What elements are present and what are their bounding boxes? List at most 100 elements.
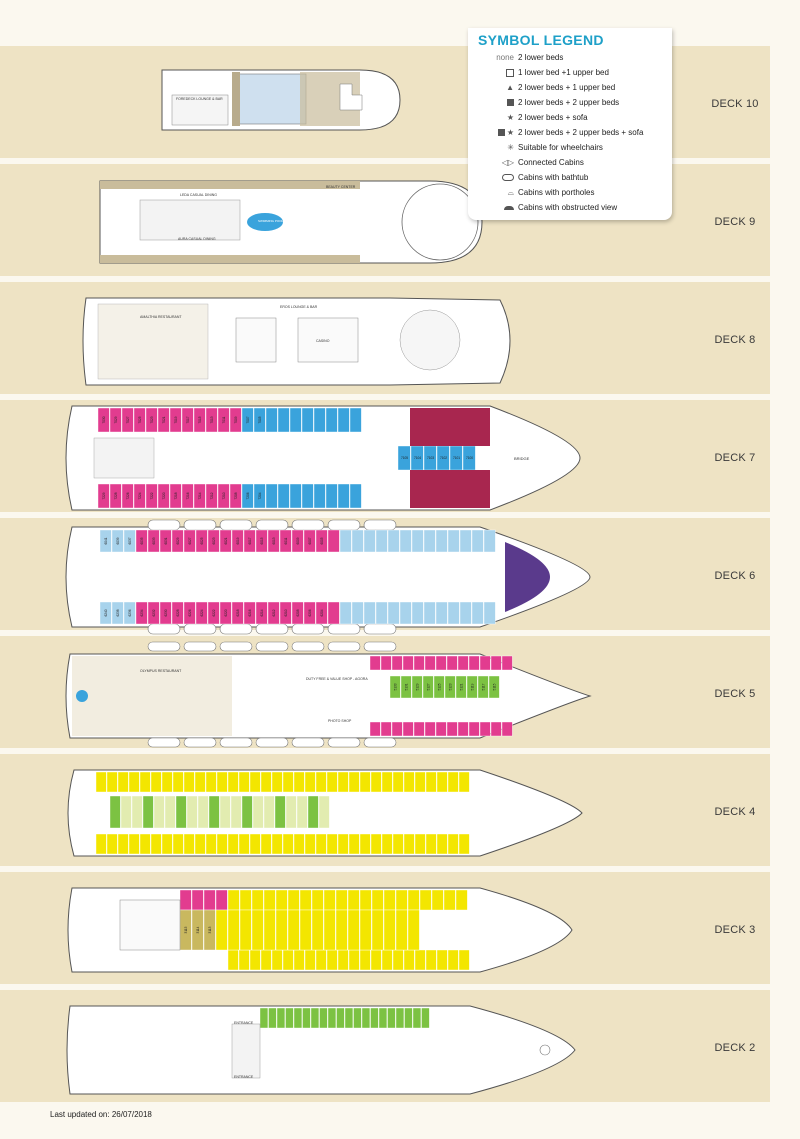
cabin[interactable] [241,407,254,433]
cabin[interactable] [205,483,218,509]
cabin[interactable] [413,655,425,671]
cabin[interactable] [344,1007,354,1029]
cabin[interactable] [161,771,173,793]
cabin[interactable] [419,889,432,911]
cabin[interactable] [147,529,160,553]
cabin[interactable] [371,909,384,951]
cabin[interactable] [293,1007,303,1029]
cabin[interactable] [435,721,447,737]
cabin[interactable] [216,771,228,793]
cabin[interactable] [291,601,304,625]
cabin[interactable] [311,889,324,911]
cabin[interactable] [457,721,469,737]
cabin[interactable] [267,601,280,625]
cabin[interactable] [395,889,408,911]
cabin[interactable] [133,483,146,509]
cabin[interactable] [241,483,254,509]
cabin[interactable] [349,407,362,433]
cabin[interactable] [466,675,478,699]
cabin[interactable] [359,889,372,911]
cabin[interactable] [446,721,458,737]
cabin[interactable] [238,771,250,793]
cabin[interactable] [293,771,305,793]
cabin[interactable] [435,601,448,625]
cabin[interactable] [337,407,350,433]
cabin[interactable] [157,407,170,433]
cabin[interactable] [238,833,250,855]
cabin[interactable] [403,833,415,855]
cabin[interactable] [370,949,382,971]
cabin[interactable] [106,833,118,855]
cabin[interactable] [414,771,426,793]
cabin[interactable] [171,529,184,553]
cabin[interactable] [135,529,148,553]
cabin[interactable] [310,1007,320,1029]
cabin[interactable] [436,949,448,971]
cabin[interactable] [159,529,172,553]
cabin[interactable] [120,795,132,829]
cabin[interactable] [488,675,500,699]
cabin[interactable] [447,601,460,625]
cabin[interactable] [403,949,415,971]
cabin[interactable] [282,949,294,971]
cabin[interactable] [274,795,286,829]
cabin[interactable] [194,833,206,855]
cabin[interactable] [425,771,437,793]
cabin[interactable] [413,721,425,737]
cabin[interactable] [304,771,316,793]
cabin[interactable] [411,529,424,553]
cabin[interactable] [471,529,484,553]
cabin[interactable] [217,407,230,433]
cabin[interactable] [123,601,136,625]
cabin[interactable] [203,889,216,911]
cabin[interactable] [433,675,445,699]
cabin[interactable] [395,909,408,951]
cabin[interactable] [490,721,502,737]
cabin[interactable] [447,833,459,855]
cabin[interactable] [109,795,121,829]
cabin[interactable] [301,483,314,509]
cabin[interactable] [150,833,162,855]
cabin[interactable] [217,483,230,509]
cabin[interactable] [219,529,232,553]
cabin[interactable] [260,833,272,855]
cabin[interactable] [193,483,206,509]
cabin[interactable] [315,529,328,553]
cabin[interactable] [424,655,436,671]
cabin[interactable] [215,889,228,911]
cabin[interactable] [447,529,460,553]
cabin[interactable] [253,483,266,509]
cabin[interactable] [95,771,107,793]
cabin[interactable] [159,601,172,625]
cabin[interactable] [205,771,217,793]
cabin[interactable] [423,529,436,553]
cabin[interactable] [172,771,184,793]
cabin[interactable] [243,529,256,553]
cabin[interactable] [145,483,158,509]
cabin[interactable] [267,529,280,553]
cabin[interactable] [447,949,459,971]
cabin[interactable] [111,529,124,553]
cabin[interactable] [230,795,242,829]
cabin[interactable] [421,1007,430,1029]
cabin[interactable] [315,601,328,625]
cabin[interactable] [404,1007,413,1029]
cabin[interactable] [403,771,415,793]
cabin[interactable] [370,833,382,855]
cabin[interactable] [111,601,124,625]
cabin[interactable] [276,1007,286,1029]
cabin[interactable] [407,909,420,951]
cabin[interactable] [183,771,195,793]
cabin[interactable] [375,601,388,625]
cabin[interactable] [323,909,336,951]
cabin[interactable] [369,721,381,737]
cabin[interactable] [479,721,491,737]
cabin[interactable] [381,833,393,855]
cabin[interactable] [490,655,502,671]
cabin[interactable] [351,601,364,625]
cabin[interactable] [183,601,196,625]
cabin[interactable] [459,601,472,625]
cabin[interactable] [227,833,239,855]
cabin[interactable] [239,909,252,951]
cabin[interactable] [299,889,312,911]
